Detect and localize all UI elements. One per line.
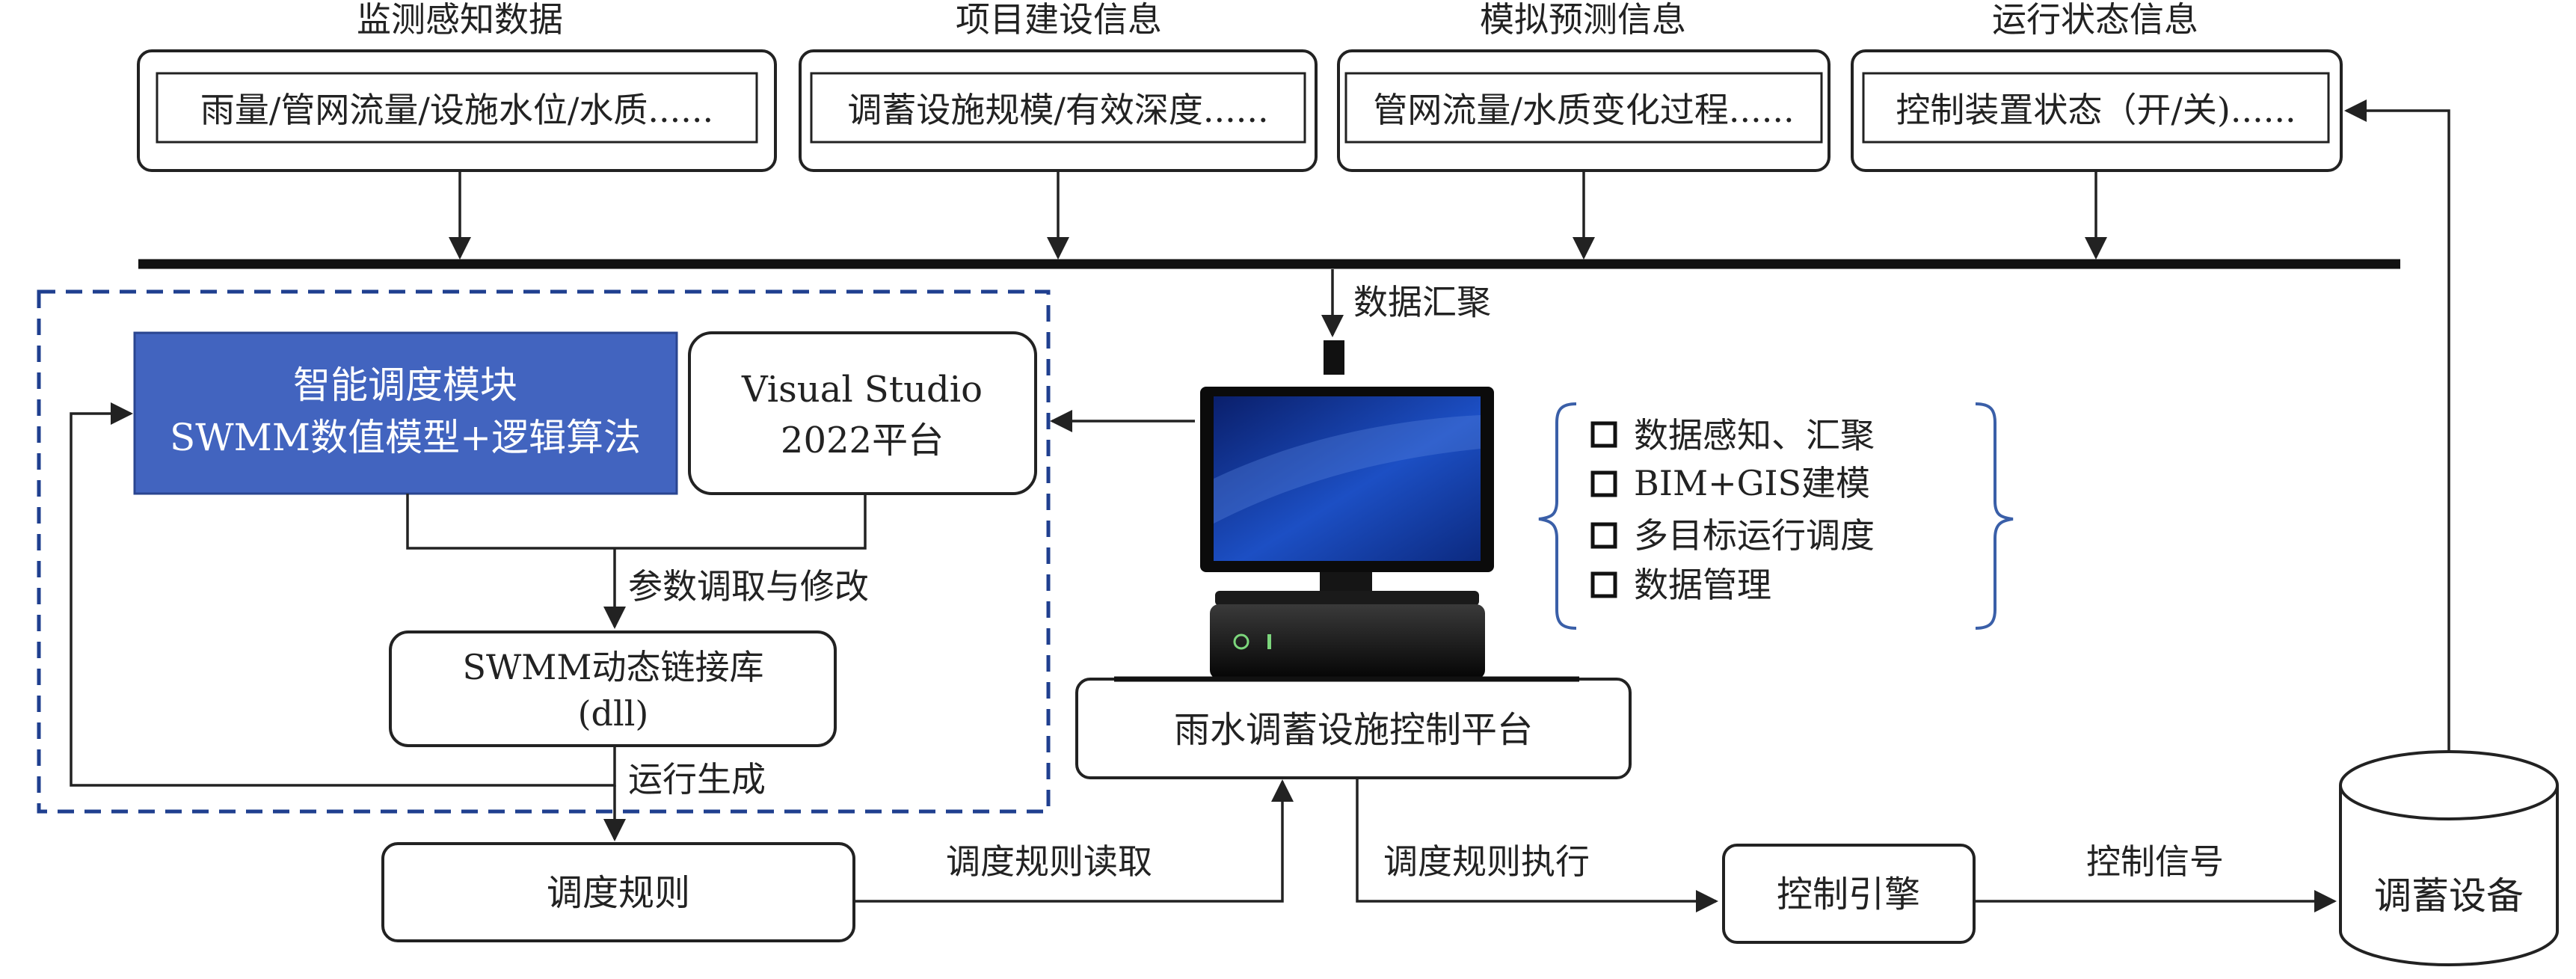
storage-device-text: 调蓄设备 bbox=[2374, 874, 2524, 918]
category-content: 调蓄设施规模/有效深度...... bbox=[847, 90, 1268, 130]
control-platform-text: 雨水调蓄设施控制平台 bbox=[1174, 709, 1533, 751]
feature-item: 多目标运行调度 bbox=[1634, 515, 1875, 556]
monitor-screen bbox=[1214, 396, 1481, 561]
data-aggregation-label: 数据汇聚 bbox=[1353, 282, 1491, 322]
category-to-bus-arrows bbox=[449, 171, 2107, 260]
category-inner-box bbox=[810, 72, 1306, 144]
checkbox-icon bbox=[1590, 522, 1617, 549]
category-title: 运行状态信息 bbox=[1992, 0, 2198, 40]
dispatch-system-region bbox=[37, 289, 1051, 814]
control-engine: 控制引擎 bbox=[1722, 844, 1976, 944]
rule-execute-label: 调度规则执行 bbox=[1383, 841, 1590, 882]
feedback-loop-line bbox=[70, 402, 616, 787]
visual-studio-line2: 2022平台 bbox=[781, 420, 944, 461]
status-feedback-line bbox=[2344, 99, 2450, 752]
smart-dispatch-subtitle: SWMM数值模型+逻辑算法 bbox=[170, 416, 641, 459]
monitor-neck bbox=[1320, 572, 1372, 593]
category-content: 控制装置状态（开/关)...... bbox=[1896, 90, 2296, 130]
swmm-dll-line2: (dll) bbox=[578, 693, 649, 734]
control-engine-box bbox=[1722, 844, 1976, 944]
category-title: 监测感知数据 bbox=[357, 0, 563, 40]
storage-device: 调蓄设备 bbox=[2339, 750, 2559, 966]
visual-studio-platform: Visual Studio 2022平台 bbox=[688, 331, 1037, 495]
features-left-brace bbox=[1538, 402, 1577, 630]
power-icon bbox=[1233, 633, 1249, 650]
control-signal-label: 控制信号 bbox=[2086, 841, 2224, 882]
led-icon bbox=[1267, 634, 1271, 649]
category-inner-box bbox=[1344, 72, 1823, 144]
category-monitoring: 监测感知数据 雨量/管网流量/设施水位/水质...... bbox=[137, 0, 777, 172]
module-join-line bbox=[406, 494, 867, 550]
dispatch-rules-text: 调度规则 bbox=[547, 872, 690, 914]
category-operation: 运行状态信息 控制装置状态（开/关)...... bbox=[1851, 0, 2343, 172]
cylinder-top bbox=[2339, 750, 2559, 820]
visual-studio-box bbox=[688, 331, 1037, 495]
monitor-stand bbox=[1215, 591, 1479, 606]
rule-execute-line bbox=[1356, 778, 1718, 912]
control-engine-text: 控制引擎 bbox=[1777, 874, 1920, 915]
rule-read-label: 调度规则读取 bbox=[946, 841, 1152, 882]
category-content: 雨量/管网流量/设施水位/水质...... bbox=[200, 90, 713, 130]
dispatch-rules-box bbox=[381, 842, 855, 942]
rule-read-line bbox=[854, 779, 1294, 903]
cylinder-body bbox=[2339, 785, 2559, 966]
connector-plug bbox=[1324, 340, 1344, 375]
checkbox-icon bbox=[1590, 571, 1617, 598]
category-inner-box bbox=[1862, 72, 2330, 144]
features-list: 数据感知、汇聚 BIM+GIS建模 多目标运行调度 数据管理 bbox=[1590, 415, 1875, 605]
param-label: 参数调取与修改 bbox=[628, 566, 869, 607]
category-title: 模拟预测信息 bbox=[1480, 0, 1686, 40]
smart-dispatch-title: 智能调度模块 bbox=[293, 363, 517, 407]
category-title: 项目建设信息 bbox=[956, 0, 1162, 40]
visual-studio-line1: Visual Studio bbox=[741, 369, 983, 411]
computer-base bbox=[1210, 604, 1485, 679]
control-platform: 雨水调蓄设施控制平台 bbox=[1075, 676, 1632, 779]
category-inner-box bbox=[156, 72, 758, 144]
swmm-dll: SWMM动态链接库 (dll) bbox=[389, 630, 837, 747]
category-project: 项目建设信息 调蓄设施规模/有效深度...... bbox=[799, 0, 1318, 172]
smart-dispatch-box bbox=[133, 331, 678, 495]
swmm-dll-box bbox=[389, 630, 837, 747]
feature-item: BIM+GIS建模 bbox=[1634, 463, 1870, 503]
category-content: 管网流量/水质变化过程...... bbox=[1373, 90, 1794, 130]
feature-item: 数据管理 bbox=[1634, 565, 1771, 605]
swmm-dll-line1: SWMM动态链接库 bbox=[463, 647, 764, 687]
dispatch-rules: 调度规则 bbox=[381, 842, 855, 942]
category-simulation: 模拟预测信息 管网流量/水质变化过程...... bbox=[1337, 0, 1830, 172]
checkbox-icon bbox=[1590, 470, 1617, 497]
checkbox-icon bbox=[1590, 421, 1617, 448]
feature-item: 数据感知、汇聚 bbox=[1634, 415, 1875, 455]
computer-icon bbox=[1200, 387, 1494, 679]
smart-dispatch-module: 智能调度模块 SWMM数值模型+逻辑算法 bbox=[133, 331, 678, 495]
run-generate-label: 运行生成 bbox=[628, 759, 766, 800]
features-right-brace bbox=[1975, 402, 2014, 630]
